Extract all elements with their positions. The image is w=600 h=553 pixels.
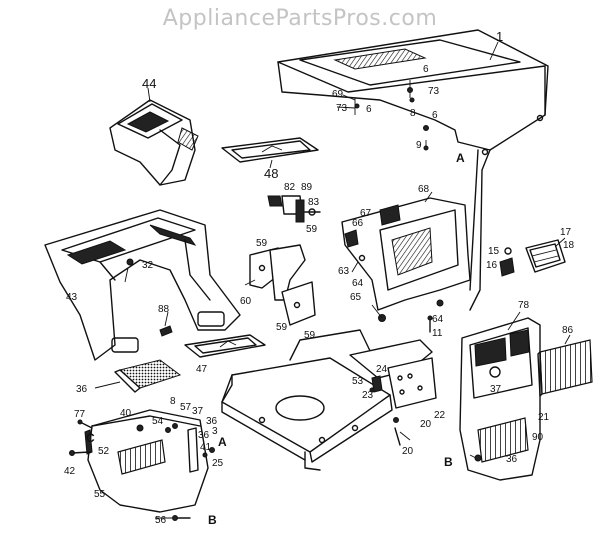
callout-68: 68 <box>418 184 430 195</box>
callout-54: 54 <box>152 416 164 427</box>
callout-20: 20 <box>420 419 432 430</box>
callout-6: 6 <box>366 104 372 115</box>
callout-90: 90 <box>532 432 544 443</box>
headlight-part <box>499 239 566 277</box>
callout-37: 37 <box>192 406 204 417</box>
foot-pad-part <box>114 359 182 393</box>
callout-48: 48 <box>264 166 278 181</box>
callout-55: 55 <box>94 489 106 500</box>
callout-41: 41 <box>200 442 212 453</box>
callout-36: 36 <box>198 430 210 441</box>
callout-17: 17 <box>560 227 572 238</box>
frame-chassis-part <box>221 329 393 471</box>
callout-1: 1 <box>496 29 503 44</box>
callout-22: 22 <box>434 410 446 421</box>
callout-16: 16 <box>486 260 498 271</box>
callout-20: 20 <box>402 446 414 457</box>
callout-83: 83 <box>308 197 320 208</box>
callout-25: 25 <box>212 458 224 469</box>
callout-66: 66 <box>352 218 364 229</box>
callout-65: 65 <box>350 292 362 303</box>
callout-59: 59 <box>304 330 316 341</box>
hood-panel-part <box>277 29 549 311</box>
callout-9: 9 <box>416 140 422 151</box>
callout-A: A <box>218 435 227 449</box>
watermark-text: AppliancePartsPros.com <box>163 6 438 31</box>
callout-A: A <box>456 151 465 165</box>
callout-40: 40 <box>120 408 132 419</box>
callout-88: 88 <box>158 304 170 315</box>
dash-panel-65-part <box>341 197 471 322</box>
front-nose-55-part <box>84 409 209 513</box>
callout-6: 6 <box>423 64 429 75</box>
callout-89: 89 <box>301 182 313 193</box>
callout-42: 42 <box>64 466 76 477</box>
callout-21: 21 <box>538 412 550 423</box>
dash-top-part <box>109 99 199 186</box>
callout-59: 59 <box>306 224 318 235</box>
callout-C: C <box>86 431 95 445</box>
callout-15: 15 <box>488 246 500 257</box>
callout-86: 86 <box>562 325 574 336</box>
grille-86-part <box>537 339 593 397</box>
hood-frame-43-part <box>44 209 241 361</box>
callout-60: 60 <box>240 296 252 307</box>
callout-64: 64 <box>432 314 444 325</box>
callout-56: 56 <box>155 515 167 526</box>
callout-B: B <box>444 455 453 469</box>
callout-59: 59 <box>276 322 288 333</box>
callout-18: 18 <box>563 240 575 251</box>
callout-37: 37 <box>490 384 502 395</box>
callout-73: 73 <box>336 103 348 114</box>
callout-36: 36 <box>506 454 518 465</box>
callout-32: 32 <box>142 260 154 271</box>
callout-44: 44 <box>142 76 156 91</box>
callout-69: 69 <box>332 89 344 100</box>
callout-36: 36 <box>76 384 88 395</box>
plate-47-part <box>184 334 266 358</box>
callout-82: 82 <box>284 182 296 193</box>
callout-labels: 1 6 73 69 73 6 8 6 9 A 44 48 82 89 83 68… <box>64 29 575 527</box>
callout-8: 8 <box>410 108 416 119</box>
callout-57: 57 <box>180 402 192 413</box>
callout-64: 64 <box>352 278 364 289</box>
plate-48-part <box>221 137 319 163</box>
lower-dash-78-part <box>459 317 541 481</box>
callout-53: 53 <box>352 376 364 387</box>
callout-78: 78 <box>518 300 530 311</box>
callout-52: 52 <box>98 446 110 457</box>
callout-3: 3 <box>212 426 218 437</box>
callout-6: 6 <box>432 110 438 121</box>
brackets-59-part <box>244 244 316 326</box>
callout-8: 8 <box>170 396 176 407</box>
bracket-22-part <box>349 339 437 409</box>
knob-switch-part <box>267 195 321 223</box>
callout-43: 43 <box>66 292 78 303</box>
callout-59: 59 <box>256 238 268 249</box>
callout-67: 67 <box>360 208 372 219</box>
callout-47: 47 <box>196 364 208 375</box>
hardware-part <box>69 299 482 521</box>
callout-23: 23 <box>362 390 374 401</box>
callout-24: 24 <box>376 364 388 375</box>
callout-B: B <box>208 513 217 527</box>
callout-73: 73 <box>428 86 440 97</box>
leader-lines <box>94 41 571 519</box>
callout-11: 11 <box>432 328 443 339</box>
callout-36: 36 <box>206 416 218 427</box>
callout-77: 77 <box>74 409 86 420</box>
callout-63: 63 <box>338 266 350 277</box>
